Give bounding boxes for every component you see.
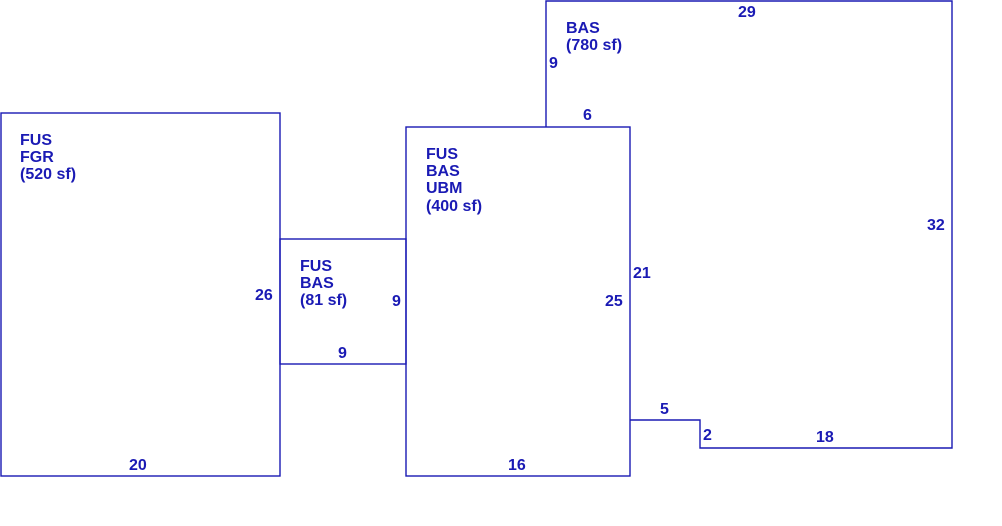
middle-area-label: FUS BAS UBM (400 sf) (426, 146, 482, 215)
right-area-outline (545, 0, 953, 449)
left-area-label: FUS FGR (520 sf) (20, 132, 76, 183)
dim-notch-width: 5 (660, 401, 669, 418)
dim-left-width: 20 (129, 457, 147, 474)
dim-right-height: 32 (927, 217, 945, 234)
dim-left-height: 26 (255, 287, 273, 304)
dim-right-top-width: 29 (738, 4, 756, 21)
dim-small-height: 9 (392, 293, 401, 310)
dim-notch-height: 2 (703, 427, 712, 444)
dim-middle-height: 25 (605, 293, 623, 310)
middle-area-outline (405, 126, 631, 477)
right-area-label: BAS (780 sf) (566, 20, 622, 54)
dim-small-width: 9 (338, 345, 347, 362)
dim-right-inner-height: 21 (633, 265, 651, 282)
dim-middle-width: 16 (508, 457, 526, 474)
small-area-label: FUS BAS (81 sf) (300, 258, 347, 309)
dim-right-left-height: 9 (549, 55, 558, 72)
dim-middle-top: 6 (583, 107, 592, 124)
dim-right-bottom-width: 18 (816, 429, 834, 446)
